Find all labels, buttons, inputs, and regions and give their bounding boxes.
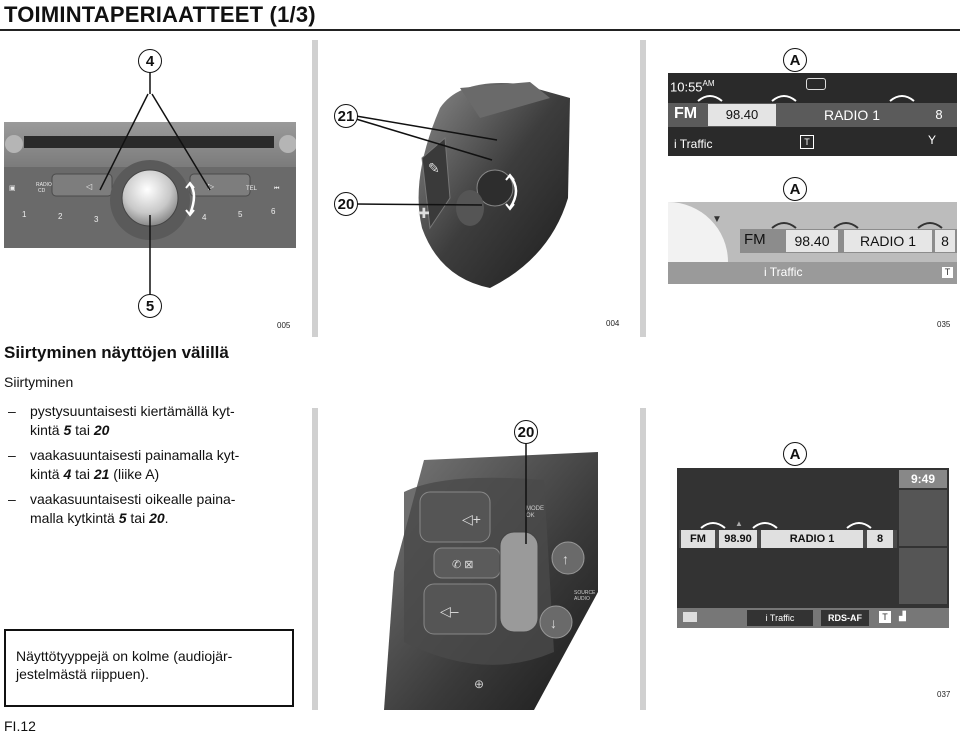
callout-A: A (783, 177, 807, 201)
note-line: jestelmästä riippuen). (16, 666, 150, 682)
svg-text:▲: ▲ (735, 519, 743, 528)
antenna-icon: Y (928, 133, 937, 147)
callout-20: 20 (334, 192, 358, 216)
page-number: FI.12 (4, 718, 36, 734)
callout-21: 21 (334, 104, 358, 128)
steering-control-figure: ✎ ✚ (400, 78, 580, 293)
display-screen-top: 10:55AM FM 98.40 RADIO 1 8 i Traffic T Y (668, 73, 957, 156)
navigation-arrows: ▲ (700, 519, 872, 529)
band-label: FM (674, 105, 698, 122)
cd-icon (806, 78, 826, 90)
preset-key-4: 4 (202, 213, 207, 222)
callout-5: 5 (138, 294, 162, 318)
fig2-callout-lines (355, 115, 498, 206)
svg-text:OK: OK (526, 513, 535, 519)
navigation-arrows (697, 95, 915, 102)
svg-text:◁: ◁ (86, 182, 93, 191)
preset-key-3: 3 (94, 215, 99, 224)
steering-switch-figure: ◁+ ✆ ⊠ ◁– ↑ ↓ MODE OK SOURCE AUDIO ⊕ (384, 452, 600, 710)
svg-text:▷: ▷ (208, 182, 215, 191)
column-divider (312, 408, 318, 710)
svg-text:↓: ↓ (550, 615, 557, 631)
ta-icon: T (942, 267, 953, 278)
cd-icon (683, 612, 697, 622)
note-line: Näyttötyyppejä on kolme (audiojär- (16, 648, 233, 664)
svg-text:▣: ▣ (9, 185, 16, 192)
callout-A: A (783, 442, 807, 466)
list-item: – vaakasuuntaisesti painamalla kyt- kint… (8, 447, 240, 482)
frequency-field: 98.40 (708, 104, 776, 126)
callout-A: A (783, 48, 807, 72)
traffic-info-label: i Traffic (764, 265, 803, 279)
svg-text:⊕: ⊕ (474, 677, 484, 691)
note-box: Näyttötyyppejä on kolme (audiojär- jeste… (4, 629, 294, 707)
station-name: RADIO 1 (823, 107, 880, 123)
traffic-info-label: i Traffic (674, 137, 713, 151)
svg-text:◁–: ◁– (440, 603, 459, 619)
band-label: FM (681, 530, 715, 548)
navigation-arrows: ▼ (712, 214, 943, 229)
section-heading: Siirtyminen näyttöjen välillä (4, 343, 229, 362)
display-screen-large: 9:49 FM 98.90 RADIO 1 8 i Traffic RDS-AF… (677, 468, 949, 628)
svg-text:✚: ✚ (418, 205, 430, 221)
ta-icon: T (800, 135, 814, 149)
callout-4: 4 (138, 49, 162, 73)
fig4-callout-line (525, 440, 527, 544)
station-name: RADIO 1 (761, 530, 863, 548)
preset-key-6: 6 (271, 207, 276, 216)
section-subheading: Siirtyminen (4, 374, 74, 390)
preset-key-2: 2 (58, 212, 63, 221)
svg-text:↑: ↑ (562, 551, 569, 567)
radio-cd-label: RADIO (36, 182, 52, 188)
figure-code: 004 (606, 319, 620, 328)
svg-text:SOURCE: SOURCE (574, 590, 596, 596)
preset-key-5: 5 (238, 210, 243, 219)
signal-icon: ▟ (899, 611, 906, 621)
figure-code: 037 (937, 690, 951, 699)
list-item: – vaakasuuntaisesti oikealle paina- mall… (8, 491, 236, 526)
svg-text:MODE: MODE (526, 506, 544, 512)
traffic-info-label: i Traffic (747, 610, 813, 626)
preset-number: 8 (867, 530, 893, 548)
svg-text:⏮: ⏮ (274, 186, 280, 192)
preset-number: 8 (935, 230, 955, 252)
svg-text:◁+: ◁+ (462, 511, 481, 527)
svg-text:▼: ▼ (712, 214, 722, 225)
clock-readout: 10:55AM (670, 79, 715, 95)
column-divider (312, 40, 318, 337)
column-divider (640, 408, 646, 710)
station-name: RADIO 1 (844, 230, 932, 252)
frequency-field: 98.90 (719, 530, 757, 548)
fig1-callout-lines (99, 60, 211, 295)
list-item: – pystysuuntaisesti kiertämällä kyt- kin… (8, 403, 235, 438)
ta-icon: T (879, 611, 891, 623)
figure-code: 005 (277, 321, 291, 330)
frequency-field: 98.40 (786, 230, 838, 252)
tel-label: TEL (246, 186, 258, 192)
page-title: TOIMINTAPERIAATTEET (1/3) (4, 2, 316, 27)
rds-af-label: RDS-AF (821, 610, 869, 626)
column-divider (640, 40, 646, 337)
band-label: FM (744, 231, 766, 248)
callout-20: 20 (514, 420, 538, 444)
title-rule (0, 29, 960, 31)
svg-text:CD: CD (38, 188, 46, 194)
preset-key-1: 1 (22, 210, 27, 219)
svg-text:✎: ✎ (428, 160, 440, 176)
figure-code: 035 (937, 320, 951, 329)
svg-text:✆ ⊠: ✆ ⊠ (452, 559, 474, 571)
display-screen-bottom: FM 98.40 RADIO 1 8 i Traffic T ▼ (668, 202, 957, 284)
clock-readout: 9:49 (899, 470, 947, 488)
preset-number: 8 (935, 107, 943, 122)
svg-text:AUDIO: AUDIO (574, 596, 590, 602)
